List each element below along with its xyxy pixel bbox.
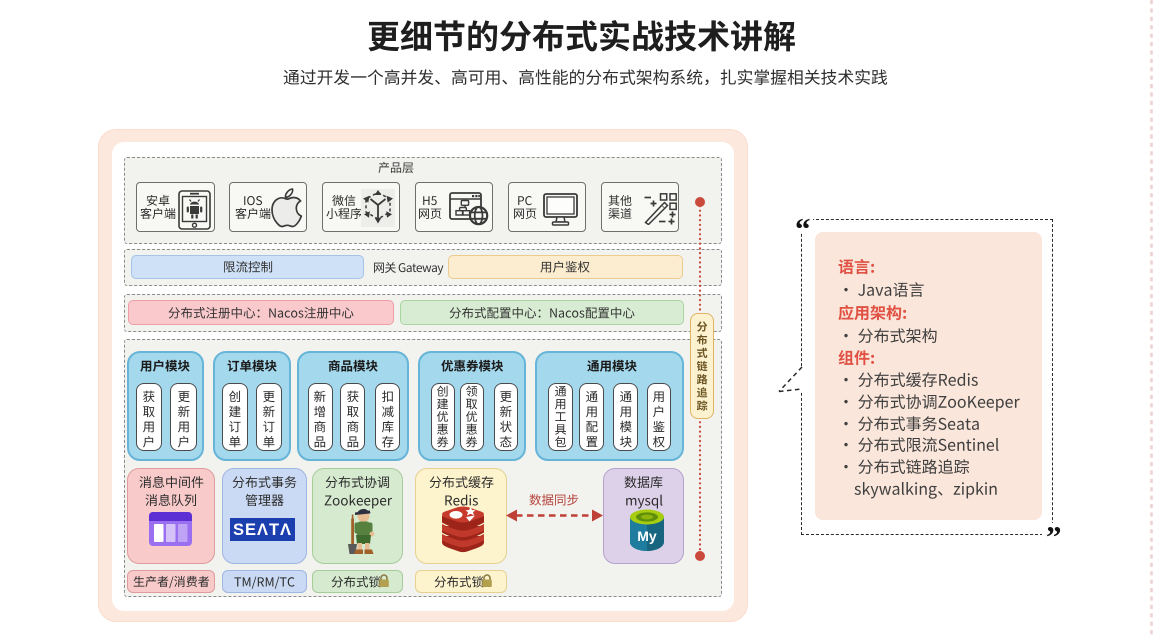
svg-text:My: My <box>637 528 657 544</box>
svg-text:SEΛTΛ: SEΛTΛ <box>233 521 292 539</box>
